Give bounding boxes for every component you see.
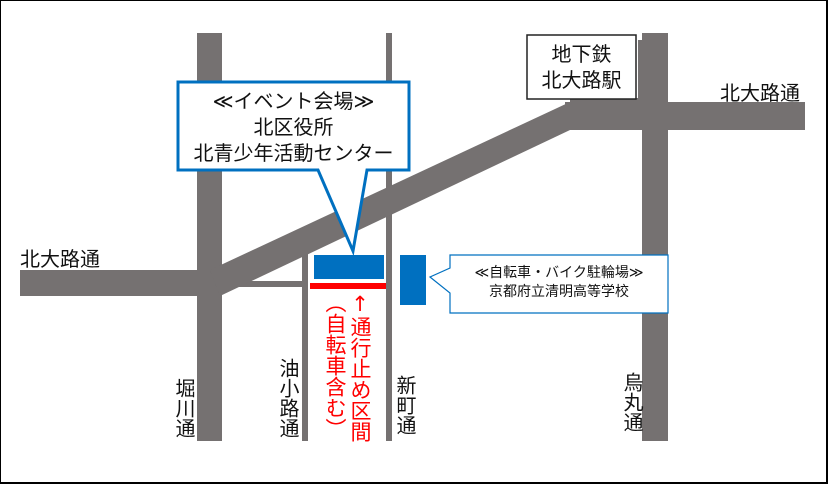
road-karasuma [642,33,668,441]
street-label-aburanokoji: 油小路通 [276,358,300,438]
closure-notice-line1: ↑通行止め区間 [348,292,372,442]
street-label-horikawa: 堀川通 [172,378,196,438]
street-label-kitaoji-west: 北大路通 [20,247,100,271]
venue-callout-line2: 北区役所 [253,115,334,139]
station-label-line2: 北大路駅 [541,68,622,92]
station-box [526,34,637,100]
street-label-kitaoji-east: 北大路通 [720,81,800,105]
bike-callout-line2: 京都府立清明高等学校 [489,284,629,300]
road-connector [220,281,308,287]
road-kitaoji-diagonal [210,102,570,296]
station-label-line1: 地下鉄 [551,42,612,66]
closure-notice: ↑通行止め区間 （自転車含む） [322,292,372,442]
venue-callout-line3: 北青少年活動センター [193,141,394,165]
closure-line [310,283,386,289]
bike-callout-title: ≪自転車・バイク駐輪場≫ [474,265,644,281]
closure-notice-line2: （自転車含む） [323,292,347,439]
street-label-shinmachi: 新町通 [393,375,417,435]
station-label: 地下鉄 北大路駅 [527,41,636,93]
road-shinmachi [386,33,392,441]
bike-callout-bubble [428,254,669,314]
street-label-karasuma: 烏丸通 [620,372,644,432]
venue-callout-bubble [176,80,411,257]
bike-parking-building[interactable] [400,255,426,305]
venue-callout-title: ≪イベント会場≫ [212,89,375,113]
road-aburanokoji [302,253,308,441]
bike-callout-text: ≪自転車・バイク駐輪場≫ 京都府立清明高等学校 [450,264,668,302]
road-kitaoji-east [565,102,805,130]
venue-callout-text: ≪イベント会場≫ 北区役所 北青少年活動センター [178,88,409,166]
venue-building[interactable] [314,255,384,279]
road-kitaoji-west [20,270,220,296]
